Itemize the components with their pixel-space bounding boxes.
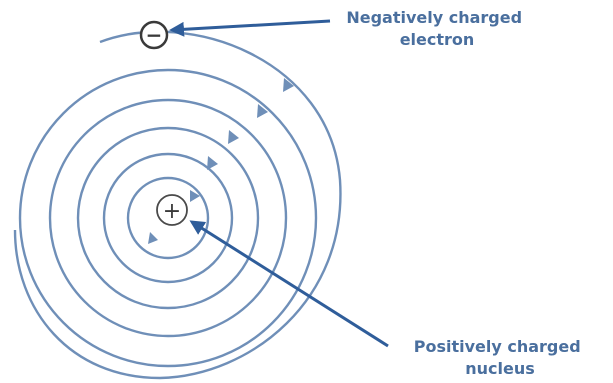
orbit-ring-1 xyxy=(18,68,318,368)
orbit-rings xyxy=(13,30,342,380)
orbit-arrow-1 xyxy=(283,78,294,92)
orbit-ring-3 xyxy=(76,126,260,310)
electron: − xyxy=(139,20,169,50)
orbit-arrow-3 xyxy=(228,130,239,144)
orbit-arrow-4 xyxy=(207,156,218,170)
electron-label-line2: electron xyxy=(400,30,475,49)
nucleus-pointer-arrow xyxy=(189,220,389,348)
electron-label-line1: Negatively charged xyxy=(346,8,522,27)
nucleus: + xyxy=(156,194,188,226)
orbit-direction-arrows xyxy=(148,78,294,244)
nucleus-symbol: + xyxy=(163,199,181,224)
orbit-arrow-5 xyxy=(190,190,200,202)
electron-label: Negatively charged electron xyxy=(346,8,527,49)
orbit-ring-2 xyxy=(48,98,288,338)
orbit-ring-4 xyxy=(102,152,234,284)
electron-symbol: − xyxy=(146,23,163,47)
nucleus-label-line1: Positively charged xyxy=(414,337,581,356)
orbit-ring-5 xyxy=(126,176,210,260)
electron-pointer-arrow xyxy=(169,19,331,37)
orbit-arrow-6 xyxy=(148,232,158,244)
nucleus-circle xyxy=(156,194,188,226)
orbit-arrow-2 xyxy=(257,104,268,118)
nucleus-label: Positively charged nucleus xyxy=(414,337,587,378)
electron-circle xyxy=(139,20,169,50)
nucleus-label-line2: nucleus xyxy=(465,359,535,378)
outer-orbit-arc xyxy=(13,30,342,380)
